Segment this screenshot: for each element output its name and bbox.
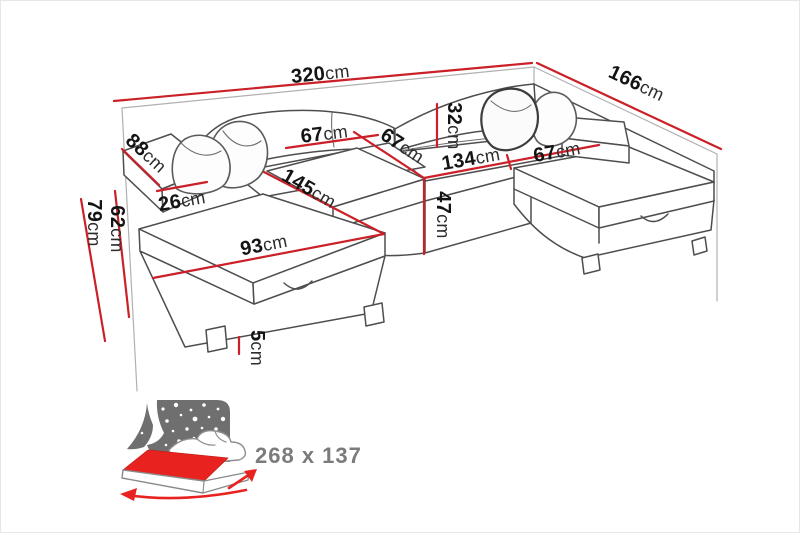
dimension-label: 26cm xyxy=(157,186,208,216)
dimension-label: 93cm xyxy=(238,230,289,261)
star xyxy=(179,413,183,417)
star xyxy=(189,408,193,412)
chaise-foot-right xyxy=(363,302,385,327)
dimension-label: 67cm xyxy=(532,137,583,167)
star xyxy=(185,427,189,431)
star xyxy=(165,419,169,423)
star xyxy=(207,415,211,419)
dimension-chaise-front-width: 93cm xyxy=(151,230,386,280)
chaise-mattress-front-band xyxy=(252,232,386,305)
dimension-label: 47cm xyxy=(432,191,454,238)
pillows-left xyxy=(171,120,269,195)
backrest-seam xyxy=(331,112,335,148)
star xyxy=(150,415,154,419)
right-armrest-front xyxy=(561,137,630,164)
dimension-label: 32cm xyxy=(443,102,465,149)
wireframe-right-top-edge xyxy=(533,66,718,155)
ottoman-drawer-handle xyxy=(640,213,669,223)
dimension-backrest-height: 32cm xyxy=(435,102,465,150)
depth-arrow xyxy=(227,472,252,490)
star xyxy=(200,426,204,430)
sleeping-area-label: 268 x 137 xyxy=(255,443,362,468)
night-panel-swoosh xyxy=(127,403,153,450)
pillow xyxy=(171,134,231,195)
chaise-drawer-handle xyxy=(283,280,313,290)
star xyxy=(220,416,226,422)
width-arrow xyxy=(125,488,248,500)
dimension-leg-height: 5cm xyxy=(237,330,268,366)
bed-base-seam xyxy=(202,480,205,494)
dimension-line xyxy=(535,61,723,151)
sofa-bed-icon xyxy=(120,400,257,501)
wireframe-back-top-edge xyxy=(121,66,535,109)
pillow-crease xyxy=(180,142,222,156)
dimension-line xyxy=(120,147,161,187)
star xyxy=(214,427,218,431)
ottoman-foot-right xyxy=(691,236,708,256)
dimension-overall-width: 320cm xyxy=(112,60,534,103)
dimension-line xyxy=(112,61,534,103)
dimension-height-to-backrest: 62cm xyxy=(106,189,131,319)
dimension-line xyxy=(155,180,209,193)
sofa-illustration xyxy=(122,83,715,353)
star xyxy=(140,431,144,435)
dimension-ottoman-seat-depth: 67cm xyxy=(532,137,583,167)
dimension-overall-height: 79cm xyxy=(79,197,107,343)
dimension-line xyxy=(79,197,107,343)
dimension-label: 5cm xyxy=(246,330,268,366)
pillow-crease xyxy=(222,130,262,147)
dimension-line xyxy=(262,170,386,236)
dimension-label: 62cm xyxy=(106,205,128,252)
dimension-seat-height: 47cm xyxy=(422,176,454,256)
star xyxy=(173,402,179,408)
ottoman-foot-left xyxy=(581,253,601,275)
dimension-annotations: 320cm 166cm 79cm 62cm 88cm 26cm 67cm xyxy=(79,60,723,366)
star xyxy=(171,429,175,433)
dimension-tick xyxy=(505,153,513,171)
dimension-label: 67cm xyxy=(299,120,349,148)
pillows-right xyxy=(480,87,578,152)
dimension-label: 79cm xyxy=(83,199,105,246)
dimension-armrest-width: 26cm xyxy=(155,180,209,216)
pillow-crease xyxy=(490,100,532,112)
dimension-line xyxy=(151,232,386,280)
star xyxy=(164,443,168,447)
dimension-label: 320cm xyxy=(290,60,351,88)
depth-arrow-head xyxy=(244,469,257,482)
blanket-fold xyxy=(196,438,216,446)
dimension-line xyxy=(113,189,131,319)
pillow xyxy=(480,87,539,152)
star xyxy=(216,407,220,411)
star xyxy=(161,407,165,411)
chaise-foot-left xyxy=(205,325,228,353)
star xyxy=(192,416,198,422)
right-side-top-edge xyxy=(533,83,715,184)
blanket-fold xyxy=(214,430,227,443)
dimension-line xyxy=(352,130,426,180)
star xyxy=(202,403,206,407)
dimension-line xyxy=(422,143,601,180)
width-arrow-head xyxy=(120,488,137,501)
